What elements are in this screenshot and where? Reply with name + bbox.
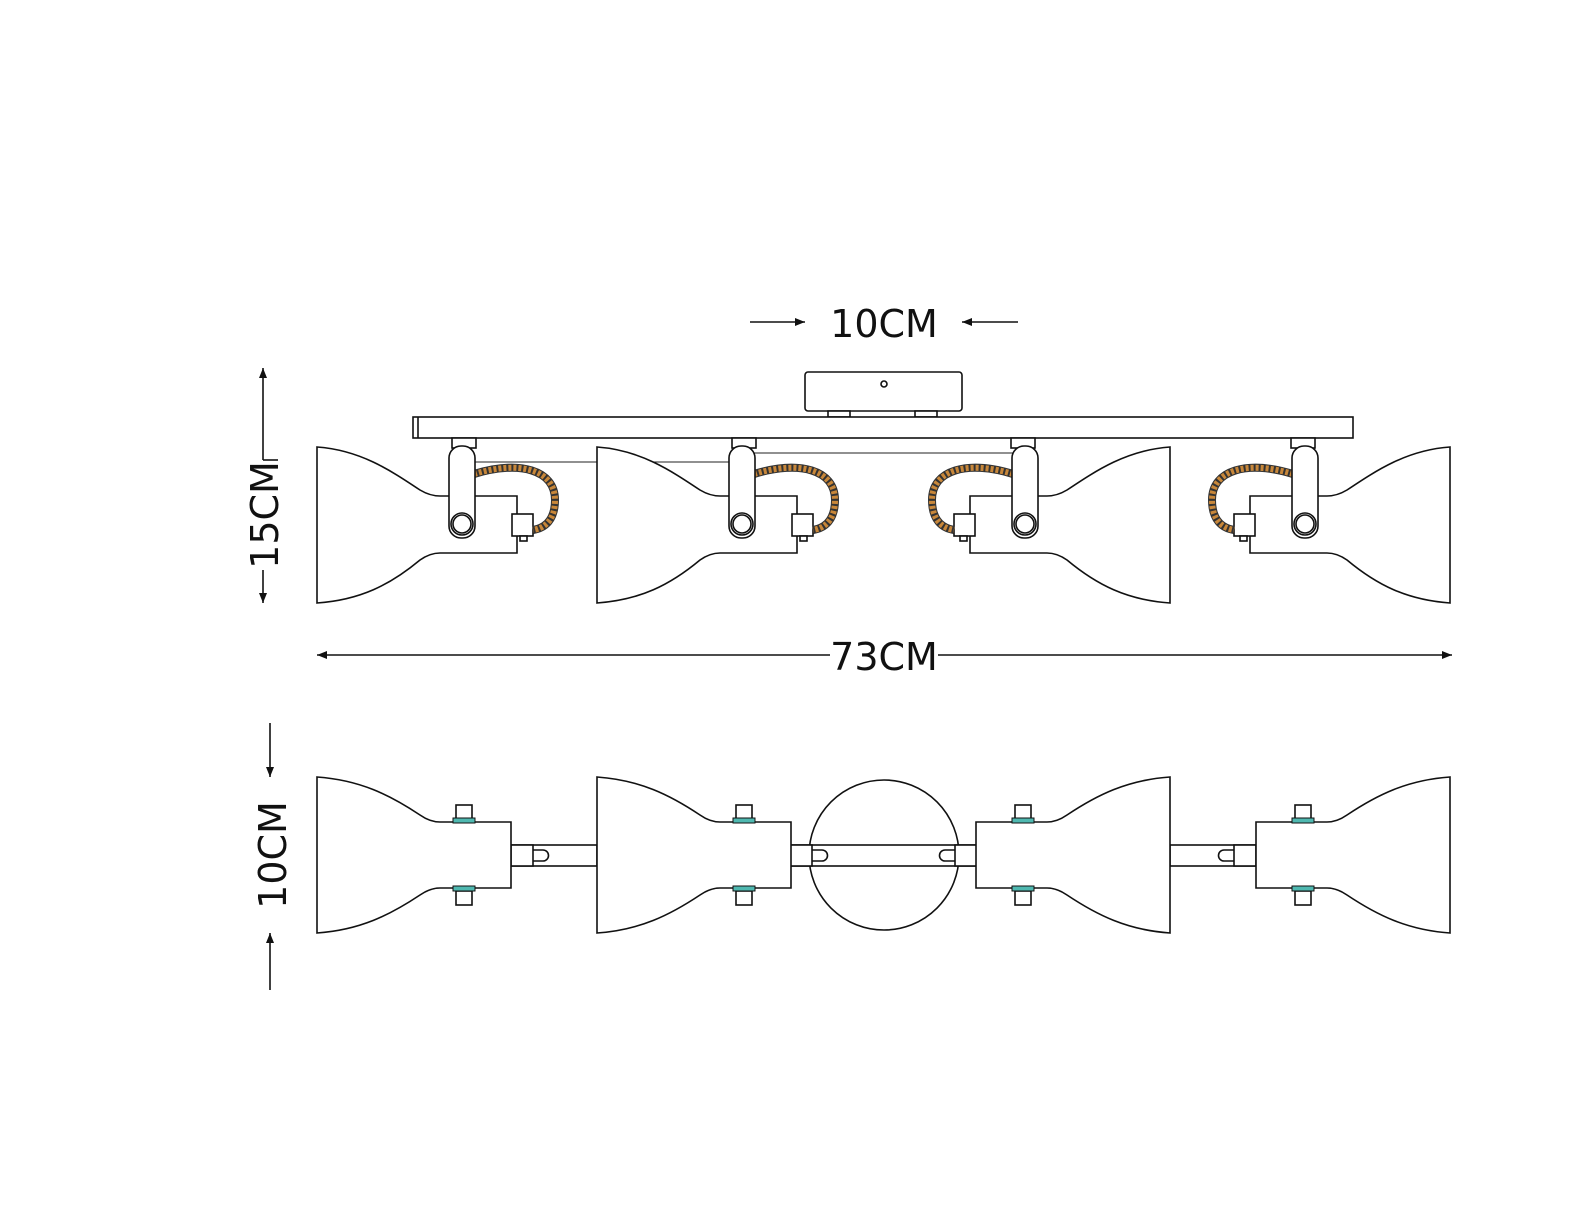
lamp-head-top-3 [975,776,1171,934]
canopy-foot [827,410,851,418]
canopy [804,371,963,412]
lamp-head-front-3 [927,437,1171,604]
lamp-head-top-4 [1255,776,1451,934]
canopy-foot [914,410,938,418]
dimension-label-height: 15CM [243,461,287,569]
dimension-depth: 10CM [251,723,295,990]
dimension-canopy-width: 10CM [750,302,1018,346]
dimension-label-canopy-width: 10CM [830,302,938,346]
lamp-head-front-4 [1207,437,1451,604]
canopy-screw-hole [880,380,888,388]
lamp-head-front-2 [596,437,840,604]
dimension-label-depth: 10CM [251,801,295,909]
connecting-rod [789,844,978,867]
lamp-head-top-2 [596,776,792,934]
lamp-head-top-1 [316,776,512,934]
mounting-bar [412,416,1354,439]
dimension-height: 15CM [243,368,287,603]
dimension-total-length: 73CM [317,635,1452,679]
dimension-label-total-length: 73CM [830,635,938,679]
lamp-head-front-1 [316,437,560,604]
front-view [316,371,1451,604]
top-view [316,776,1451,934]
